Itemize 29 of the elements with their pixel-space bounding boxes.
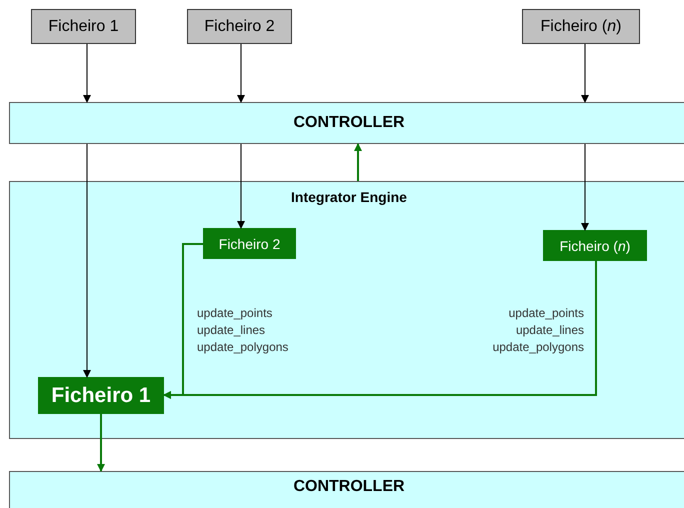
- arrow: [163, 261, 597, 399]
- engine-panel: [9, 181, 684, 439]
- box-label: CONTROLLER: [293, 478, 405, 496]
- box-label: CONTROLLER: [293, 114, 405, 132]
- file-box: [543, 230, 647, 261]
- file-box: [187, 9, 292, 44]
- arrow: [83, 44, 91, 103]
- file-box: [31, 9, 136, 44]
- box-label: Ficheiro (n): [560, 238, 630, 254]
- box-label: Ficheiro (n): [540, 18, 622, 36]
- arrow: [237, 44, 245, 103]
- arrow: [97, 414, 105, 472]
- edge-label: update_points update_lines update_polygons: [197, 305, 290, 356]
- arrow: [237, 144, 245, 229]
- arrow: [354, 143, 362, 181]
- panel-title: Integrator Engine: [291, 189, 407, 205]
- arrow: [581, 144, 589, 231]
- box-label: Ficheiro 2: [204, 18, 275, 36]
- arrow: [83, 144, 91, 378]
- box-label: Ficheiro 2: [218, 236, 280, 252]
- edge-label: update_points update_lines update_polygons: [492, 305, 584, 356]
- file-box: [203, 228, 296, 259]
- file-box: [38, 377, 164, 414]
- controller-band: [9, 471, 684, 508]
- arrow: [581, 44, 589, 103]
- box-label: Ficheiro 1: [51, 384, 151, 408]
- file-box: [522, 9, 640, 44]
- box-label: Ficheiro 1: [48, 18, 119, 36]
- controller-band: [9, 102, 684, 144]
